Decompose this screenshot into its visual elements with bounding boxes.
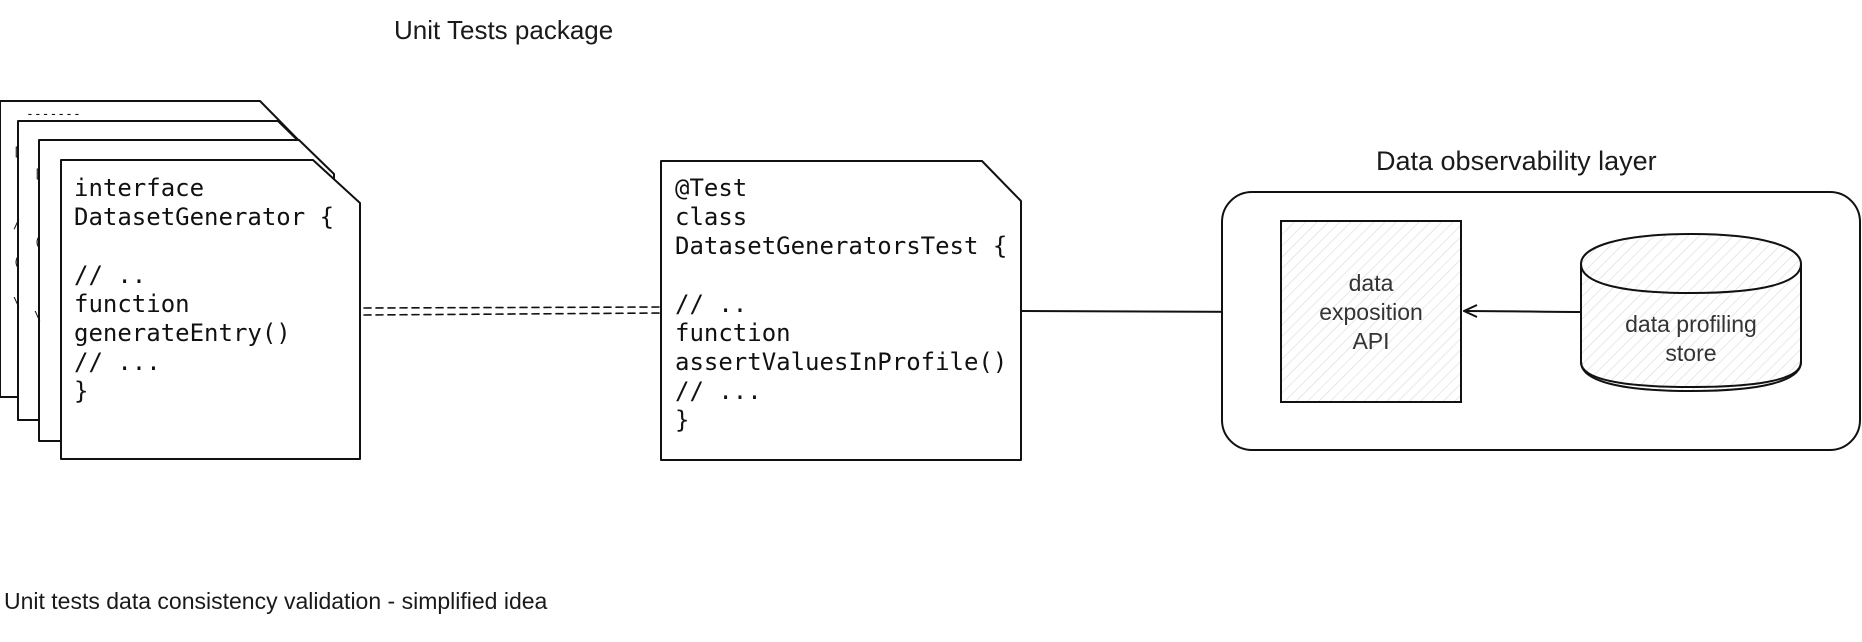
store-label-line-1: data profiling (1625, 311, 1757, 337)
back-card-fragment-3: [ (34, 167, 41, 181)
test-line-3: DatasetGeneratorsTest { (675, 232, 1007, 260)
diagram-caption: Unit tests data consistency validation -… (4, 588, 548, 614)
store-to-api-arrow (1463, 304, 1581, 318)
api-box-shape (1280, 220, 1462, 403)
api-label-line-2: exposition (1319, 299, 1423, 325)
generator-line-8: } (74, 377, 88, 405)
back-card-fragment-6: \ (13, 295, 20, 309)
generator-line-6: generateEntry() (74, 319, 291, 347)
test-line-6: function (675, 319, 791, 347)
test-line-2: class (675, 203, 747, 231)
back-card-fragment-4: / (13, 217, 20, 231)
test-card: @Test class DatasetGeneratorsTest { // .… (660, 160, 1022, 461)
store-label-line-2: store (1665, 340, 1716, 366)
generator-line-5: function (74, 290, 190, 318)
test-line-9: } (675, 406, 689, 434)
test-line-5: // .. (675, 290, 747, 318)
test-line-7: assertValuesInProfile() (675, 348, 1007, 376)
card-link-dashed-bottom (363, 312, 663, 316)
data-exposition-api-box: data exposition API (1280, 220, 1462, 403)
test-line-8: // ... (675, 377, 762, 405)
card-link (363, 306, 663, 316)
data-observability-layer-title: Data observability layer (1376, 146, 1657, 176)
generator-line-1: interface (74, 174, 204, 202)
api-label-line-1: data (1349, 270, 1394, 296)
data-profiling-store: data profiling store (1580, 232, 1802, 393)
test-card-shape (660, 160, 1022, 461)
generator-card-stack: ------- [ [ / ( \ ( \ (0, 100, 361, 460)
api-label-line-3: API (1352, 328, 1389, 354)
back-card-fragment-2: [ (13, 145, 20, 159)
test-line-1: @Test (675, 174, 747, 202)
back-card-fragment-1: ------- (26, 107, 81, 122)
back-card-fragment-8: \ (34, 309, 41, 323)
store-cylinder-top-rim (1580, 263, 1802, 294)
generator-line-4: // .. (74, 261, 146, 289)
generator-card-text: interface DatasetGenerator { // .. funct… (74, 174, 334, 405)
store-cylinder-bottom-rim (1580, 361, 1802, 388)
card-link-dashed-top (363, 306, 663, 309)
back-card-fragment-5: ( (13, 255, 20, 269)
generator-line-2: DatasetGenerator { (74, 203, 334, 231)
generator-line-7: // ... (74, 348, 161, 376)
unit-tests-package-title: Unit Tests package (394, 15, 613, 45)
generator-card (60, 159, 361, 460)
back-card-fragment-7: ( (34, 235, 41, 249)
